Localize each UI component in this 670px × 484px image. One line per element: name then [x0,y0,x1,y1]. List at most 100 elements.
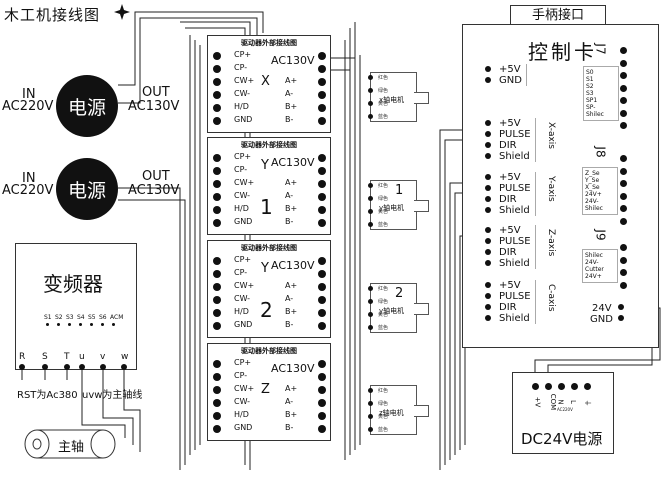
vfd-signal-terminal [79,323,82,326]
motor-wire-label: 蓝色 [378,427,389,433]
driver-number: 1 [260,195,273,219]
axis-pin-dot [485,131,491,137]
driver-right-terminal [318,399,326,407]
j8-pin-label: 24V+ [585,191,602,198]
driver-left-terminal [213,373,221,381]
motor-terminal [368,75,373,80]
j9-label: J9 [593,229,608,241]
axis-pin-dot [485,185,491,191]
dc24v-title: DC24V电源 [521,430,603,448]
driver-right-terminal [318,104,326,112]
axis-pin-dot [485,260,491,266]
vfd [15,243,137,370]
driver-right-terminal [318,193,326,201]
axis-pin: Shield [485,313,531,324]
vfd-signal-pin-label: S3 [66,314,74,321]
driver-header: 驱动器外部接线图 [241,347,297,355]
axis-pin-dot [485,249,491,255]
driver-pin-label: CP- [234,63,248,72]
j8-pin-label: X_Se [585,184,600,191]
dc-pin-label: N [556,399,565,405]
j7-pin-label: S0 [586,69,594,76]
axis-pin: DIR [485,247,531,258]
driver-pin-label: CW+ [234,384,255,393]
motor-terminal [368,183,373,188]
vfd-power-terminal [121,364,127,370]
card-gnd-label: GND [590,314,613,325]
j-terminal [620,155,627,162]
axis-pin: Shield [485,205,531,216]
vfd-power-terminal [42,364,48,370]
psu1-out-voltage: AC130V [128,99,180,114]
vfd-signal-pin-label: ACM [110,314,124,321]
psu1-label: 电源 [67,96,106,119]
j-terminal [620,167,627,175]
axis-pin-label: PULSE [499,129,531,140]
axis-pin: Shield [485,151,531,162]
driver-pin-label: CP- [234,268,248,277]
psu1-in-voltage: AC220V [2,99,54,114]
dc-ac-note: AC220V [557,407,573,412]
dc-pin-label: ⏚ [583,399,592,407]
axis-pin-label: +5V [499,280,521,291]
driver-pin-label: CW+ [234,281,255,290]
driver-pin-label: CW- [234,89,251,98]
vfd-signal-pin-label: S4 [77,314,85,321]
driver-pin-label: CW- [234,397,251,406]
driver-right-terminal [318,412,326,420]
driver-pin-label: B+ [285,410,298,419]
motor-terminal [368,414,373,419]
j9-pin-label: 24V+ [585,273,602,280]
driver-left-terminal [213,206,221,214]
psu1-in-label: IN [22,87,36,102]
axis-pin: +5V [485,280,531,291]
j9-pin-label: Shilec [585,252,603,259]
axis-pin-label: Shield [499,151,530,162]
j8-label: J8 [593,146,608,158]
dc-pin-label: L [568,400,577,404]
axis-pin-label: +5V [499,225,521,236]
motor-name: y轴电机 [379,204,405,212]
driver-header: 驱动器外部接线图 [241,141,297,149]
motor-tab [414,405,429,417]
j7-label: J7 [593,43,608,55]
vfd-signal-pin-label: S1 [44,314,52,321]
axis-pin-dot [485,174,491,180]
j7-pin-label: S2 [586,83,594,90]
motor-1: x轴电机 [370,72,417,122]
driver-left-terminal [213,386,221,394]
driver-pin-label: B+ [285,102,298,111]
driver-pin-label: B- [285,115,294,124]
driver-left-terminal [213,154,221,162]
driver-pin-label: A- [285,191,294,200]
vfd-signal-terminal [68,323,71,326]
driver-pin-label: H/D [234,410,249,419]
axis-pin-label: DIR [499,194,517,205]
axis-pin: PULSE [485,236,531,247]
motor-name: y轴电机 [379,307,405,315]
motor-terminal [368,286,373,291]
j7-pin-label: SP- [586,104,596,111]
driver-left-terminal [213,117,221,125]
axis-pin-dot [485,282,491,288]
driver-left-terminal [213,399,221,407]
vfd-power-pin-label: T [64,352,70,362]
axis-pin-dot [485,227,491,233]
driver-ac-label: AC130V [271,156,315,169]
axis-pin-dot [485,196,491,202]
card-power-pins: +5V GND [485,64,527,86]
driver-pin-label: A- [285,294,294,303]
axis-pin-dot [485,304,491,310]
j8-pin-label: 24V- [585,198,599,205]
vfd-uvw-note: uvw为主轴线 [82,390,143,401]
dc-terminal [584,383,591,390]
driver-pin-label: CP+ [234,152,252,161]
driver-pin-label: A- [285,397,294,406]
vfd-power-terminal [100,364,106,370]
axis-label: C-axis [546,284,556,312]
